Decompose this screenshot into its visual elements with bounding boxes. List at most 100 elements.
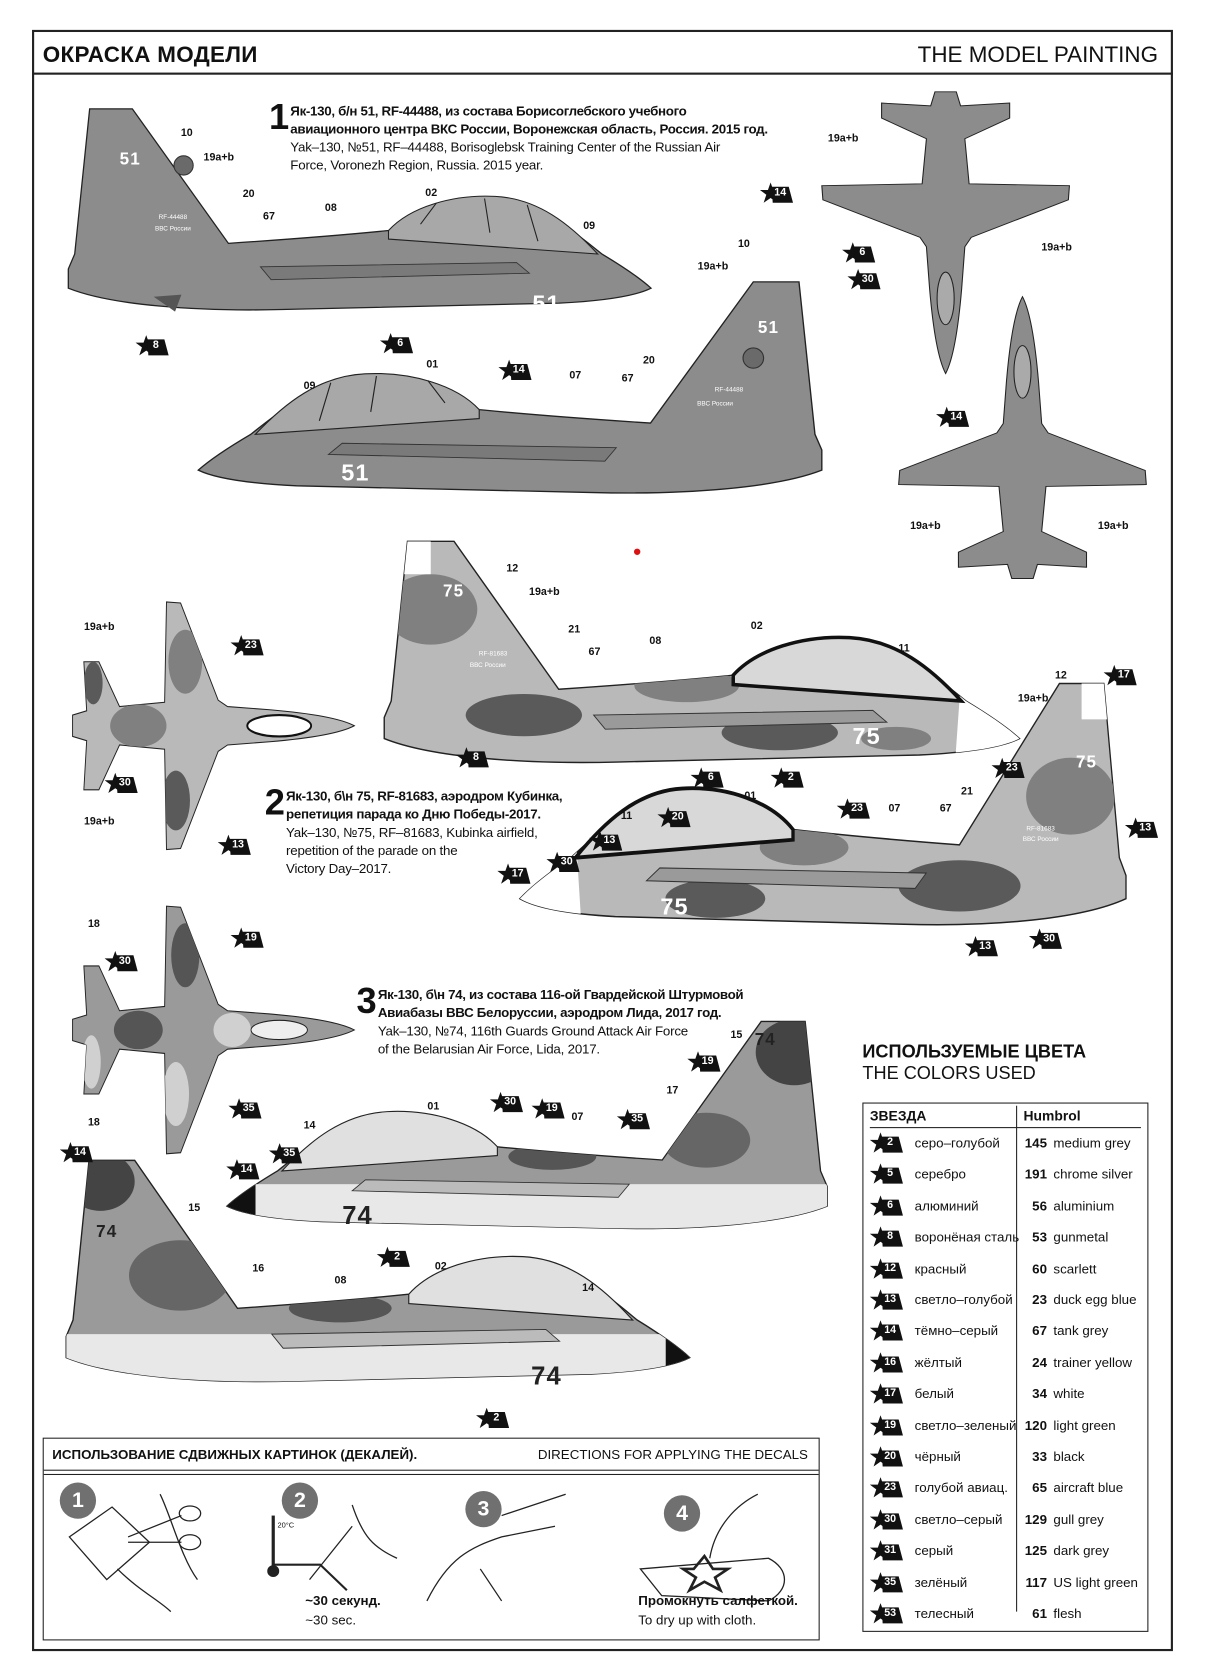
header-divider (869, 1127, 1141, 1129)
star-number: 31 (884, 1544, 897, 1557)
caption-en-line: Force, Voronezh Region, Russia. 2015 yea… (290, 157, 544, 173)
step2-text-en: ~30 sec. (305, 1612, 357, 1628)
color-name-en: aluminium (1053, 1198, 1115, 1214)
star-marker-icon (476, 1407, 510, 1429)
callout-label: 20 (642, 354, 655, 367)
star-number: 17 (884, 1387, 897, 1400)
color-name-ru: чёрный (914, 1449, 961, 1465)
caption-en-line: Victory Day–2017. (286, 861, 392, 877)
color-star-callout: 14 (936, 406, 970, 430)
color-star-callout: 14 (759, 182, 794, 206)
callout-label: 09 (583, 220, 596, 233)
callout-label: 19a+b (697, 260, 729, 273)
color-star-callout: 14 (59, 1142, 94, 1165)
color-code: 14 (74, 1146, 86, 1159)
decal-title-divider (43, 1469, 819, 1476)
column-header-humbrol: Humbrol (1023, 1107, 1081, 1124)
color-name-ru: светло–голубой (914, 1292, 1013, 1308)
callout-label: 10 (180, 127, 193, 140)
color-name-en: white (1053, 1386, 1085, 1402)
humbrol-code: 56 (1032, 1198, 1048, 1214)
callout-label: 19a+b (529, 586, 560, 599)
callout-label: 19a+b (827, 132, 859, 145)
callout-label: 08 (324, 202, 337, 214)
header-divider (32, 72, 1173, 75)
color-star-callout: 13 (589, 830, 623, 853)
callout-label: 07 (569, 369, 582, 382)
color-name-ru: алюминий (914, 1198, 979, 1214)
star-marker-icon (690, 767, 724, 788)
humbrol-code: 33 (1032, 1449, 1048, 1465)
callout-label: 01 (744, 790, 757, 803)
callout-label: 19a+b (1041, 241, 1072, 254)
humbrol-code: 24 (1032, 1355, 1048, 1371)
caption-en-line: repetition of the parade on the (286, 843, 458, 859)
callout-label: 67 (263, 210, 275, 223)
caption-en-line: of the Belarusian Air Force, Lida, 2017. (377, 1041, 600, 1057)
color-row: 13 светло–голубой 23 duck egg blue (863, 1286, 1147, 1317)
color-star-callout: 20 (657, 806, 691, 830)
color-star-callout: 23 (991, 757, 1026, 781)
callout-label: 12 (506, 563, 519, 575)
color-code: 2 (787, 771, 794, 784)
star-marker-icon (455, 747, 489, 768)
color-code: 19 (701, 1055, 714, 1068)
star-number-badge: 35 (869, 1571, 904, 1595)
star-marker-icon (687, 1051, 721, 1072)
star-marker-icon (217, 834, 251, 855)
star-marker-icon (497, 863, 531, 884)
color-star-callout: 19 (531, 1098, 566, 1121)
step2-text-ru: ~30 секунд. (305, 1593, 381, 1609)
star-number: 5 (887, 1168, 894, 1180)
color-star-callout: 19 (230, 927, 265, 950)
color-name-en: scarlett (1053, 1261, 1097, 1277)
color-code: 19 (244, 931, 257, 944)
callout-label: 01 (427, 1100, 440, 1113)
color-code: 35 (631, 1113, 644, 1125)
color-code: 17 (511, 867, 524, 880)
callout-label: 18 (87, 918, 100, 931)
color-code: 14 (950, 410, 963, 423)
callout-label: 19a+b (83, 621, 115, 634)
callout-label: 18 (87, 1116, 100, 1129)
color-code: 17 (1117, 669, 1130, 681)
star-marker-icon (759, 182, 794, 203)
color-name-ru: красный (914, 1261, 967, 1277)
color-code: 30 (861, 273, 874, 285)
star-number-badge: 17 (869, 1383, 904, 1406)
color-star-callout: 13 (964, 936, 999, 959)
color-name-ru: телесный (914, 1606, 974, 1622)
star-marker-icon (1124, 817, 1159, 838)
step4-text-en: To dry up with cloth. (638, 1612, 757, 1628)
color-name-en: duck egg blue (1053, 1292, 1137, 1308)
color-name-ru: голубой авиац. (914, 1480, 1008, 1496)
red-dot-marker (633, 548, 641, 555)
caption-en-line: Yak–130, №74, 116th Guards Ground Attack… (377, 1023, 689, 1039)
color-star-callout: 8 (135, 335, 170, 358)
color-code: 6 (707, 771, 714, 784)
callout-label: 02 (425, 187, 438, 200)
color-star-callout: 2 (476, 1407, 510, 1431)
color-code: 20 (671, 811, 684, 823)
callout-label: 08 (649, 635, 662, 648)
star-number-badge: 13 (869, 1289, 904, 1312)
callout-label: 14 (303, 1120, 316, 1132)
star-marker-icon (847, 268, 881, 290)
color-code: 30 (1043, 932, 1056, 945)
star-marker-icon (531, 1098, 565, 1119)
star-marker-icon (842, 242, 876, 263)
humbrol-code: 23 (1032, 1292, 1048, 1308)
color-code: 13 (232, 838, 244, 851)
star-marker-icon (498, 359, 532, 380)
star-number-badge: 23 (869, 1477, 904, 1501)
callout-label: 15 (188, 1202, 201, 1215)
star-number: 20 (884, 1450, 897, 1463)
star-number-badge: 16 (869, 1352, 904, 1375)
